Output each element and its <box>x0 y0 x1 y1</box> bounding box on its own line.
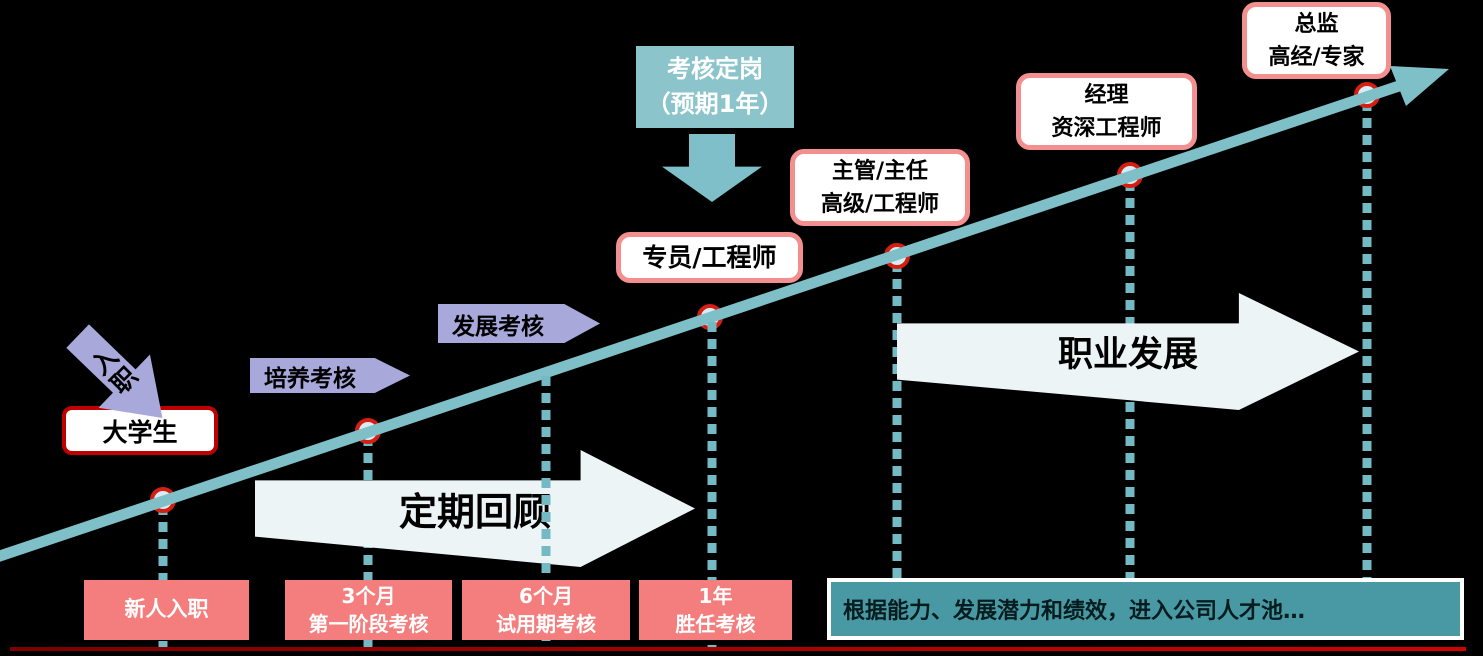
banner-development-label: 发展考核 <box>452 313 544 340</box>
milestone-dot-1year <box>697 304 723 330</box>
timeline-box-1year: 1年 胜任考核 <box>639 580 792 640</box>
growth-line-arrowhead-icon <box>1390 66 1449 106</box>
role-specialist-line1: 专员/工程师 <box>642 242 777 272</box>
role-supervisor-line2: 高级/工程师 <box>820 191 940 217</box>
milestone-dot-newhire <box>150 487 176 513</box>
milestone-dot-manager <box>1117 162 1143 188</box>
role-director-line2: 高经/专家 <box>1268 44 1365 70</box>
role-director-line1: 总监 <box>1294 11 1339 37</box>
timeline-box-newhire: 新人入职 <box>84 580 249 640</box>
role-box-supervisor: 主管/主任 高级/工程师 <box>790 149 970 226</box>
timeline-3month-line1: 3个月 <box>341 584 396 608</box>
review-arrow-label: 定期回顾 <box>398 490 551 534</box>
role-box-director: 总监 高经/专家 <box>1242 2 1391 79</box>
role-box-manager: 经理 资深工程师 <box>1016 73 1197 150</box>
positioning-line1: 考核定岗 <box>667 55 763 84</box>
bottom-rule <box>10 647 1466 651</box>
timeline-1year-line1: 1年 <box>698 584 733 608</box>
timeline-3month-line2: 第一阶段考核 <box>308 612 429 636</box>
onboarding-arrow: 入职 <box>55 326 187 438</box>
milestone-dot-supervisor <box>884 243 910 269</box>
timeline-6month-line1: 6个月 <box>519 584 573 608</box>
timeline-box-3month: 3个月 第一阶段考核 <box>285 580 452 640</box>
timeline-6month-line2: 试用期考核 <box>496 612 596 636</box>
role-supervisor-line1: 主管/主任 <box>831 158 929 184</box>
talent-pool-box: 根据能力、发展潜力和绩效，进入公司人才池… <box>827 578 1464 640</box>
role-box-specialist: 专员/工程师 <box>616 232 803 283</box>
career-arrow-label: 职业发展 <box>1057 335 1198 375</box>
timeline-1year-line2: 胜任考核 <box>675 612 756 636</box>
timeline-newhire-line1: 新人入职 <box>124 597 209 622</box>
banner-training-assessment: 培养考核 <box>250 358 410 393</box>
career-arrow: 职业发展 <box>897 293 1359 410</box>
down-arrow-icon <box>662 134 762 202</box>
milestone-dot-3month <box>355 418 381 444</box>
review-arrow: 定期回顾 <box>255 450 695 567</box>
role-manager-line2: 资深工程师 <box>1051 115 1162 141</box>
milestone-dot-director <box>1354 82 1380 108</box>
positioning-line2: （预期1年） <box>646 90 784 118</box>
talent-pool-label: 根据能力、发展潜力和绩效，进入公司人才池… <box>843 599 1306 624</box>
role-manager-line1: 经理 <box>1084 82 1129 108</box>
banner-training-label: 培养考核 <box>264 365 356 392</box>
timeline-box-6month: 6个月 试用期考核 <box>462 580 630 640</box>
banner-development-assessment: 发展考核 <box>438 304 600 343</box>
positioning-box: 考核定岗 （预期1年） <box>636 46 794 128</box>
